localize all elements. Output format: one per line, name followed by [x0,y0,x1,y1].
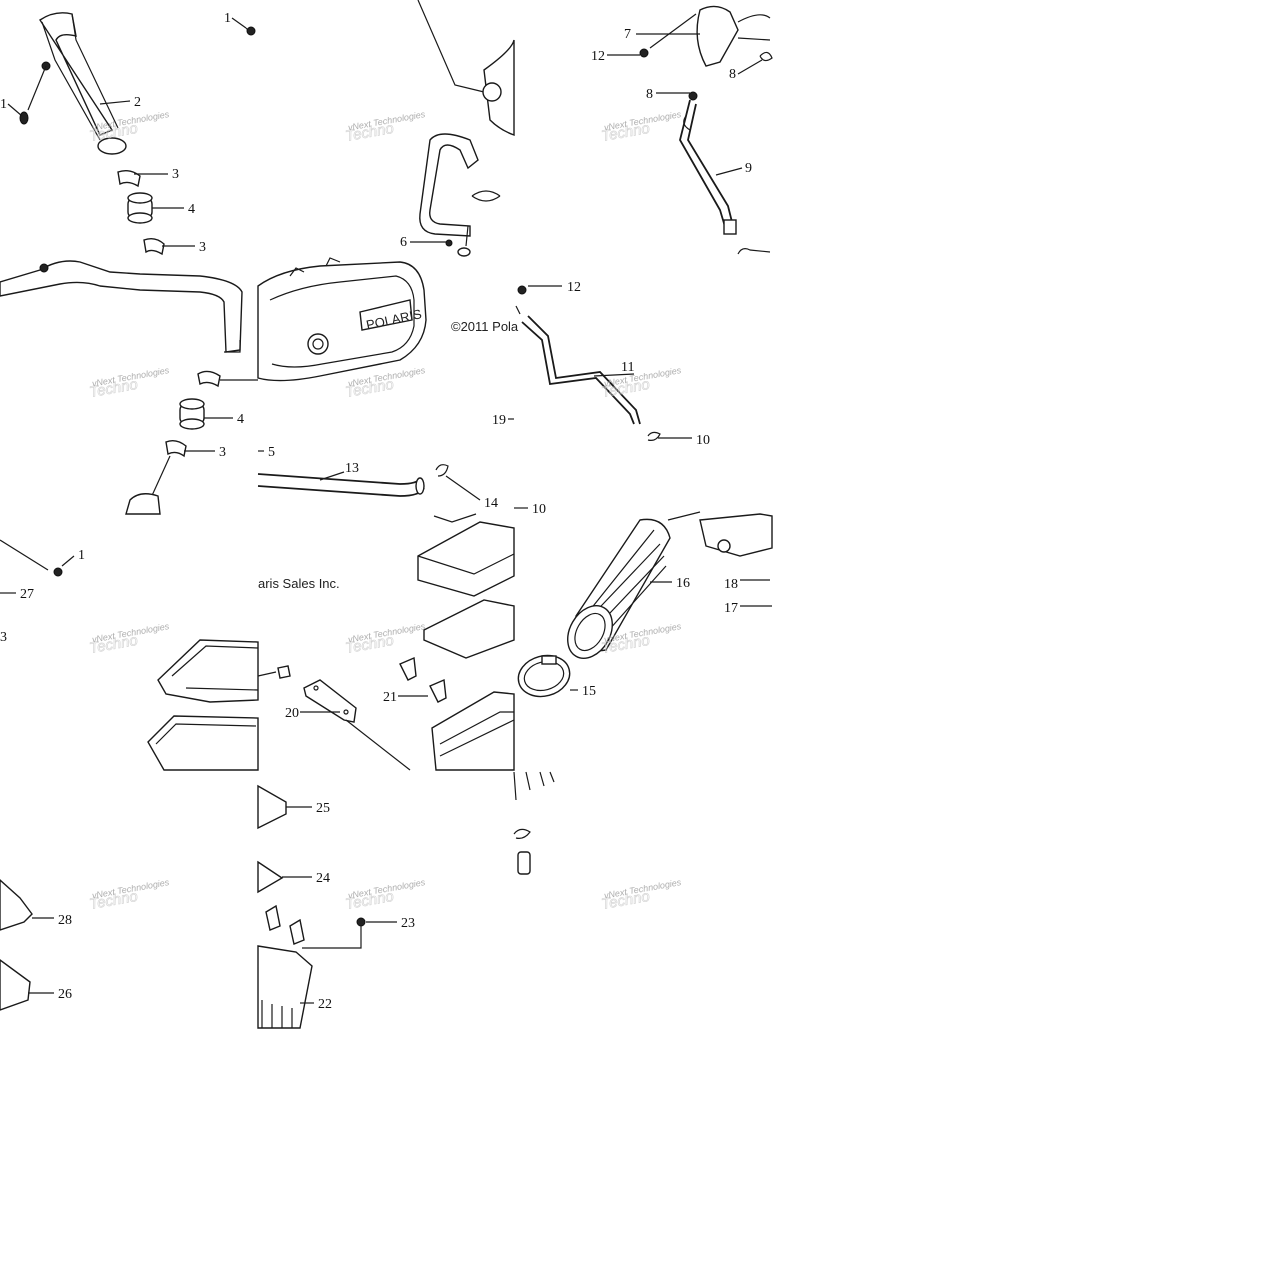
callout-20: 20 [285,706,299,721]
callout-22: 22 [318,997,332,1012]
callout-1-lower: 1 [78,548,85,563]
callout-1-top: 1 [224,11,231,26]
bracket-20 [277,665,411,771]
callout-3-c: 3 [219,445,226,460]
callout-5: 5 [268,445,275,460]
callout-3-d: 3 [0,630,7,645]
hose-13 [257,473,425,497]
clips-21 [399,656,447,703]
vent-hose-9 [639,5,773,255]
callout-14: 14 [484,496,498,511]
clamp-3-mid [143,237,165,256]
callout-10-right: 10 [696,433,710,448]
callout-12-mid: 12 [567,280,581,295]
callout-11: 11 [621,360,634,375]
callout-24: 24 [316,871,330,886]
callout-12-top: 12 [591,49,605,64]
callout-27: 27 [20,587,34,602]
throttle-body-housing [699,513,773,557]
intake-duct-upper [19,12,127,155]
callout-3-a: 3 [172,167,179,182]
bolt-1-lower [53,567,63,577]
callout-8-right: 8 [729,67,736,82]
callout-8-left: 8 [646,87,653,102]
coupler-4-upper [127,192,153,224]
intake-boot-16 [567,511,701,659]
intake-duct-lower [0,260,243,515]
cvt-cover: POLARIS [257,257,427,382]
callout-4-a: 4 [188,202,195,217]
airbox-28 [0,879,33,1011]
callout-4-b: 4 [237,412,244,427]
airbox-base-top [431,691,515,771]
callout-16: 16 [676,576,690,591]
callout-18: 18 [724,577,738,592]
callout-25: 25 [316,801,330,816]
callout-6: 6 [400,235,407,250]
airbox-22 [257,945,313,1029]
callout-23: 23 [401,916,415,931]
callout-21: 21 [383,690,397,705]
hose-and-clamp [513,771,555,875]
callout-17: 17 [724,601,738,616]
filter-screen [423,599,515,659]
copyright-left: ©2011 Pola [451,319,519,334]
callout-3-b: 3 [199,240,206,255]
clamp-14 [435,464,449,477]
callout-19: 19 [492,413,506,428]
callout-13: 13 [345,461,359,476]
callout-1-left: 1 [0,97,7,112]
cvt-outlet-hose [417,0,515,257]
air-filter-25-top [417,521,515,597]
callout-2: 2 [134,95,141,110]
callout-15: 15 [582,684,596,699]
filter-screen-24 [257,860,284,894]
clips-and-bolt-23 [265,904,366,949]
callout-9: 9 [745,161,752,176]
air-filter-25 [257,784,287,830]
breather-tube-11 [515,285,661,441]
callout-26: 26 [58,987,72,1002]
airbox-lid [147,639,259,771]
callout-7: 7 [624,27,631,42]
callout-28: 28 [58,913,72,928]
clamp-3-upper [117,169,141,188]
bolt-1-top [246,26,256,36]
callout-10-left: 10 [532,502,546,517]
copyright-right: aris Sales Inc. [258,576,340,591]
clamp-15 [517,654,571,698]
